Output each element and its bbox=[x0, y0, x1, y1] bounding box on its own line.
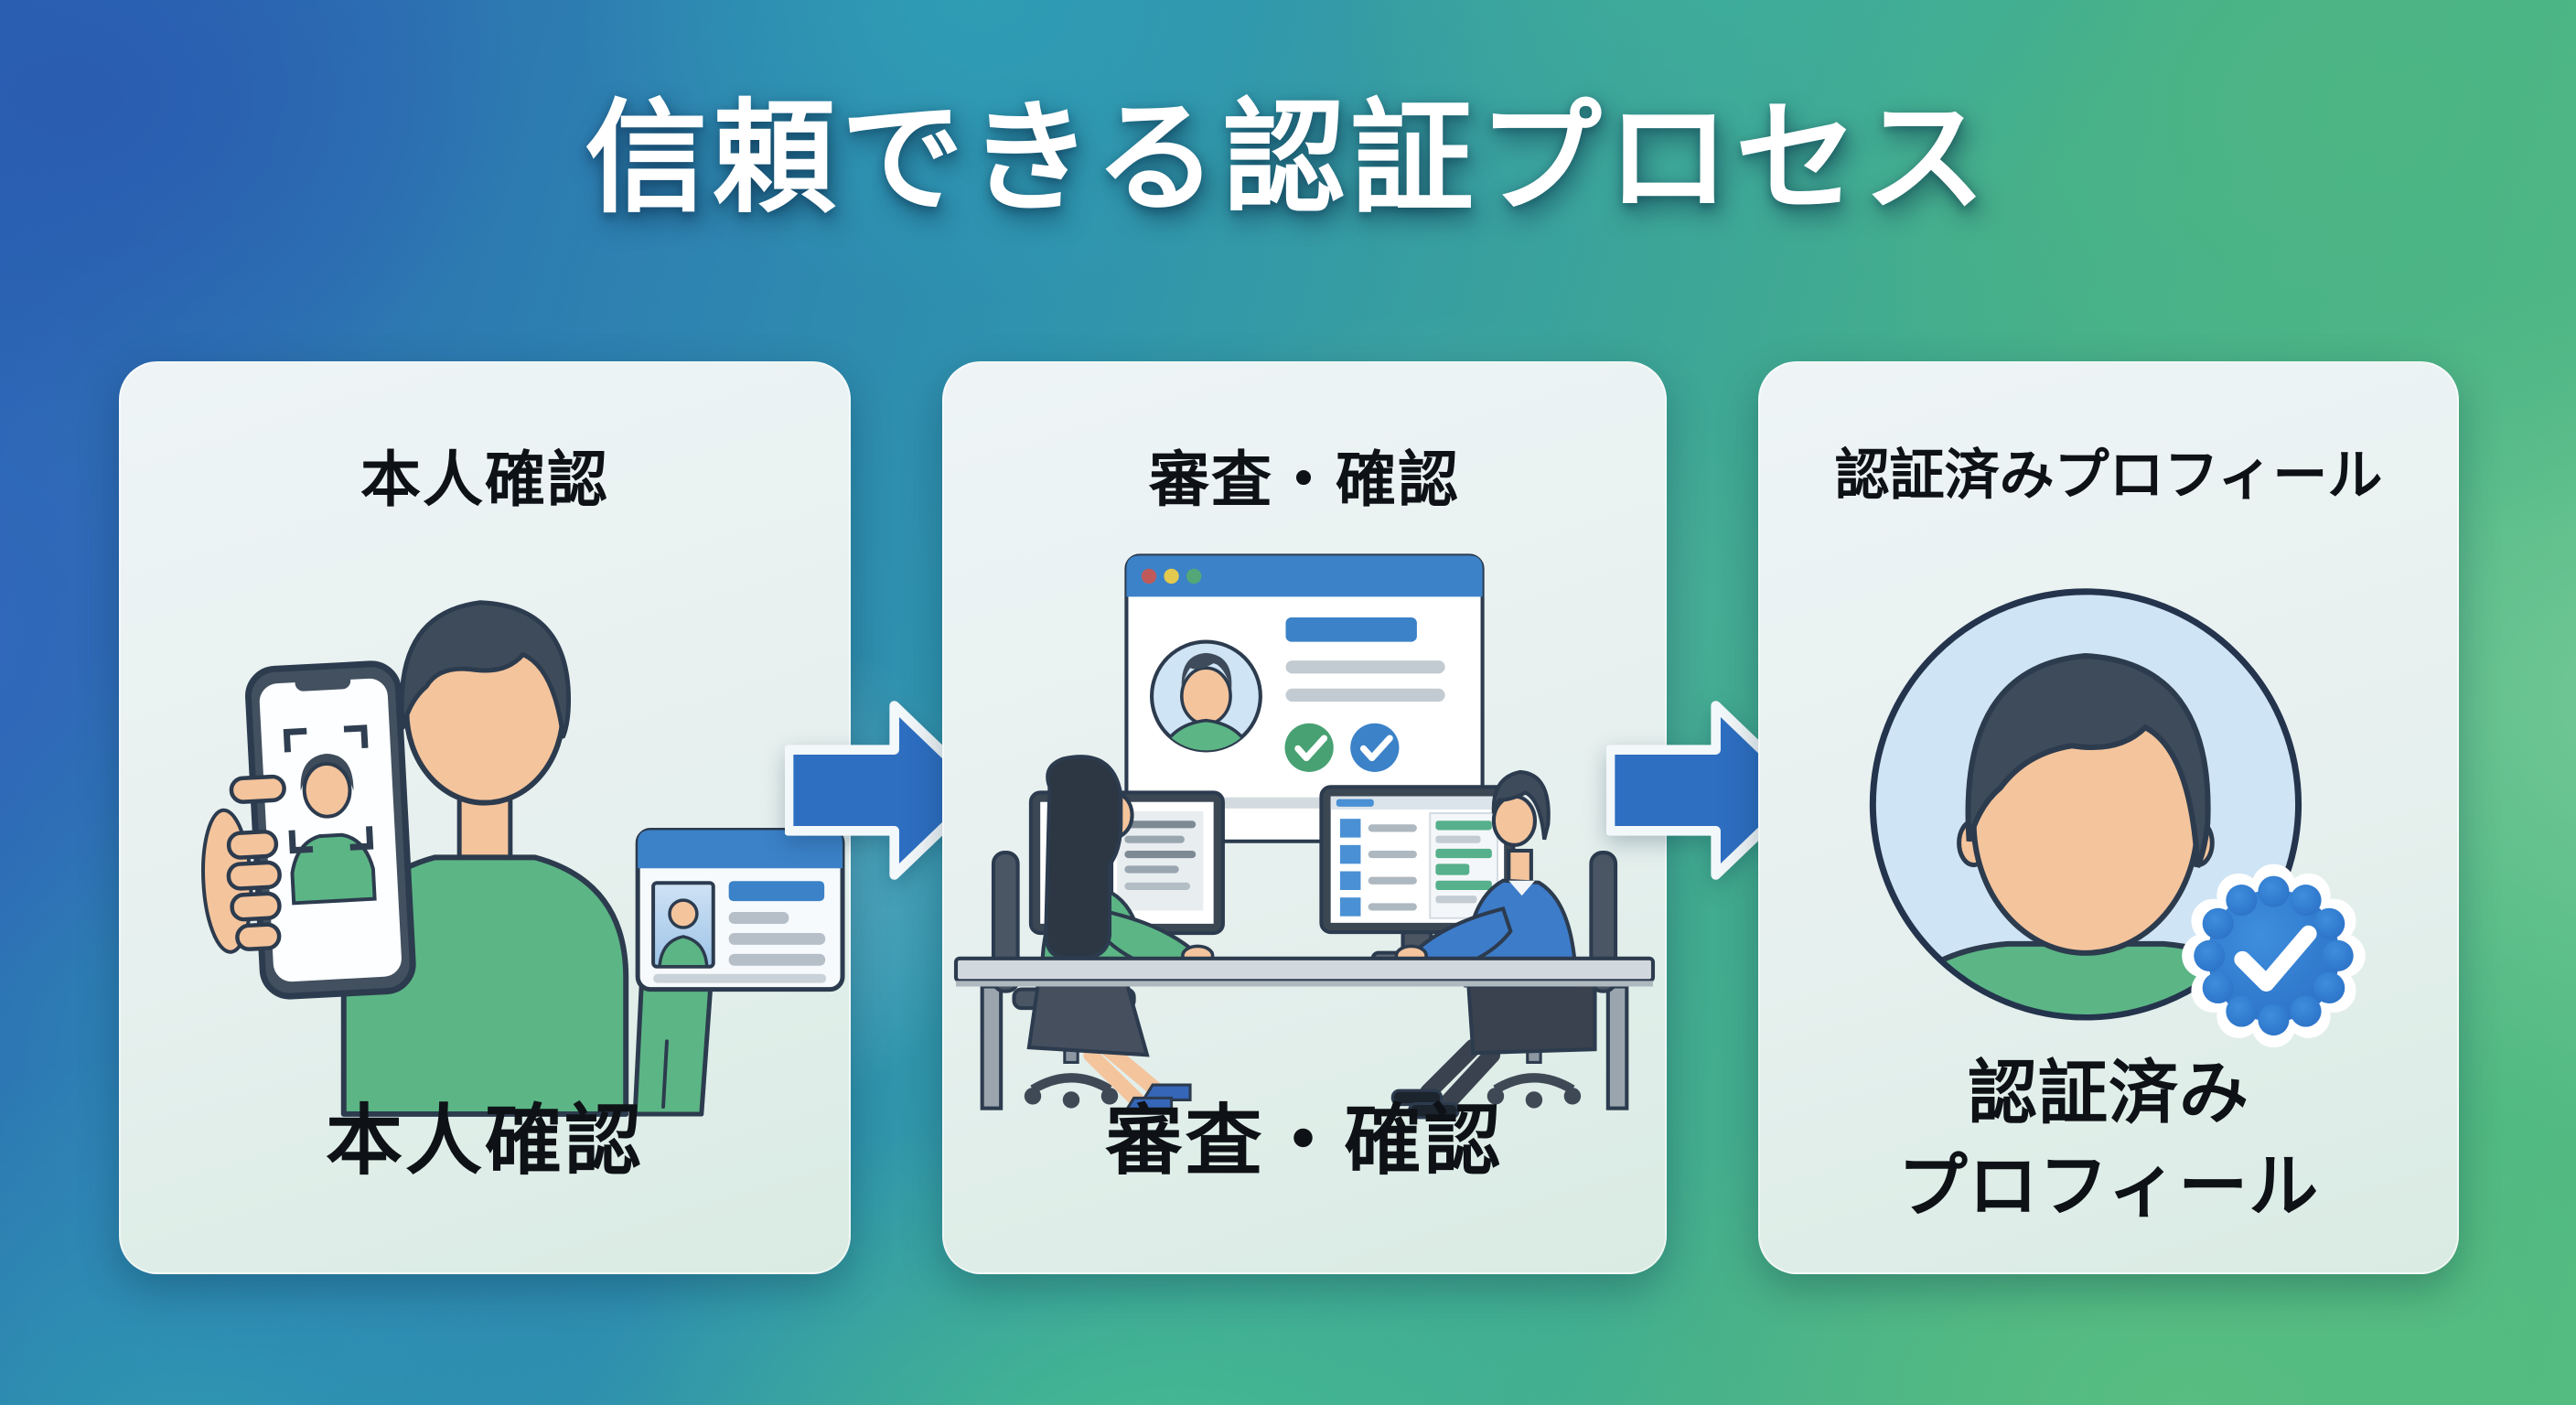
skirt bbox=[1026, 980, 1150, 1057]
window-dot-red bbox=[1141, 568, 1157, 585]
page-title: 信頼できる認証プロセス bbox=[585, 91, 1991, 227]
hand-fingers bbox=[226, 774, 286, 951]
verified-profile-illustration bbox=[1760, 542, 2457, 1122]
shoe bbox=[1408, 1101, 1460, 1120]
step2-bottom-label: 審査・確認 bbox=[1105, 1098, 1504, 1184]
identity-verification-illustration bbox=[121, 542, 849, 1122]
hair bbox=[1965, 652, 2211, 868]
hair bbox=[1491, 769, 1551, 841]
id-card-icon bbox=[635, 828, 845, 992]
check-circle-blue-icon bbox=[1350, 723, 1400, 772]
step1-top-label: 本人確認 bbox=[360, 445, 609, 513]
check-circle-green-icon bbox=[1284, 723, 1334, 772]
step3-bottom-label-line1: 認証済み bbox=[1968, 1055, 2249, 1133]
step3-bottom-label-line2: プロフィール bbox=[1897, 1148, 2320, 1227]
desk bbox=[953, 956, 1656, 987]
heel-shoe bbox=[1122, 1096, 1174, 1115]
person-holding-phone-and-id-illustration bbox=[201, 600, 845, 1117]
verified-badge-icon bbox=[2182, 863, 2366, 1048]
browser-window-icon bbox=[1124, 553, 1485, 843]
step3-top-label: 認証済みプロフィール bbox=[1834, 445, 2383, 506]
long-hair bbox=[1044, 755, 1123, 960]
step1-bottom-label: 本人確認 bbox=[325, 1098, 644, 1184]
step-card-verified-profile: 認証済みプロフィール bbox=[1758, 361, 2459, 1274]
person-figure bbox=[340, 600, 629, 1117]
collar bbox=[1508, 880, 1535, 896]
avatar-with-badge-illustration bbox=[1869, 588, 2366, 1048]
step2-top-label: 審査・確認 bbox=[1149, 445, 1460, 513]
review-confirmation-illustration bbox=[944, 542, 1665, 1122]
reviewer-woman bbox=[991, 755, 1215, 1115]
pants bbox=[1466, 981, 1597, 1056]
heel-shoe bbox=[1141, 1083, 1192, 1101]
reviewers-at-desk-illustration bbox=[953, 553, 1656, 1120]
window-dot-green bbox=[1186, 568, 1202, 585]
checkmark-icon bbox=[2234, 925, 2317, 992]
step-card-identity-verification: 本人確認 bbox=[119, 361, 851, 1274]
step-card-review-confirmation: 審査・確認 bbox=[942, 361, 1667, 1274]
face-scan-frame-icon bbox=[283, 724, 374, 854]
arrow-right-icon bbox=[785, 701, 988, 880]
window-dot-yellow bbox=[1164, 568, 1179, 585]
phone-selfie-icon bbox=[201, 660, 416, 1000]
step3-bottom-label: 認証済み プロフィール bbox=[1760, 1047, 2457, 1234]
hair bbox=[399, 600, 572, 739]
